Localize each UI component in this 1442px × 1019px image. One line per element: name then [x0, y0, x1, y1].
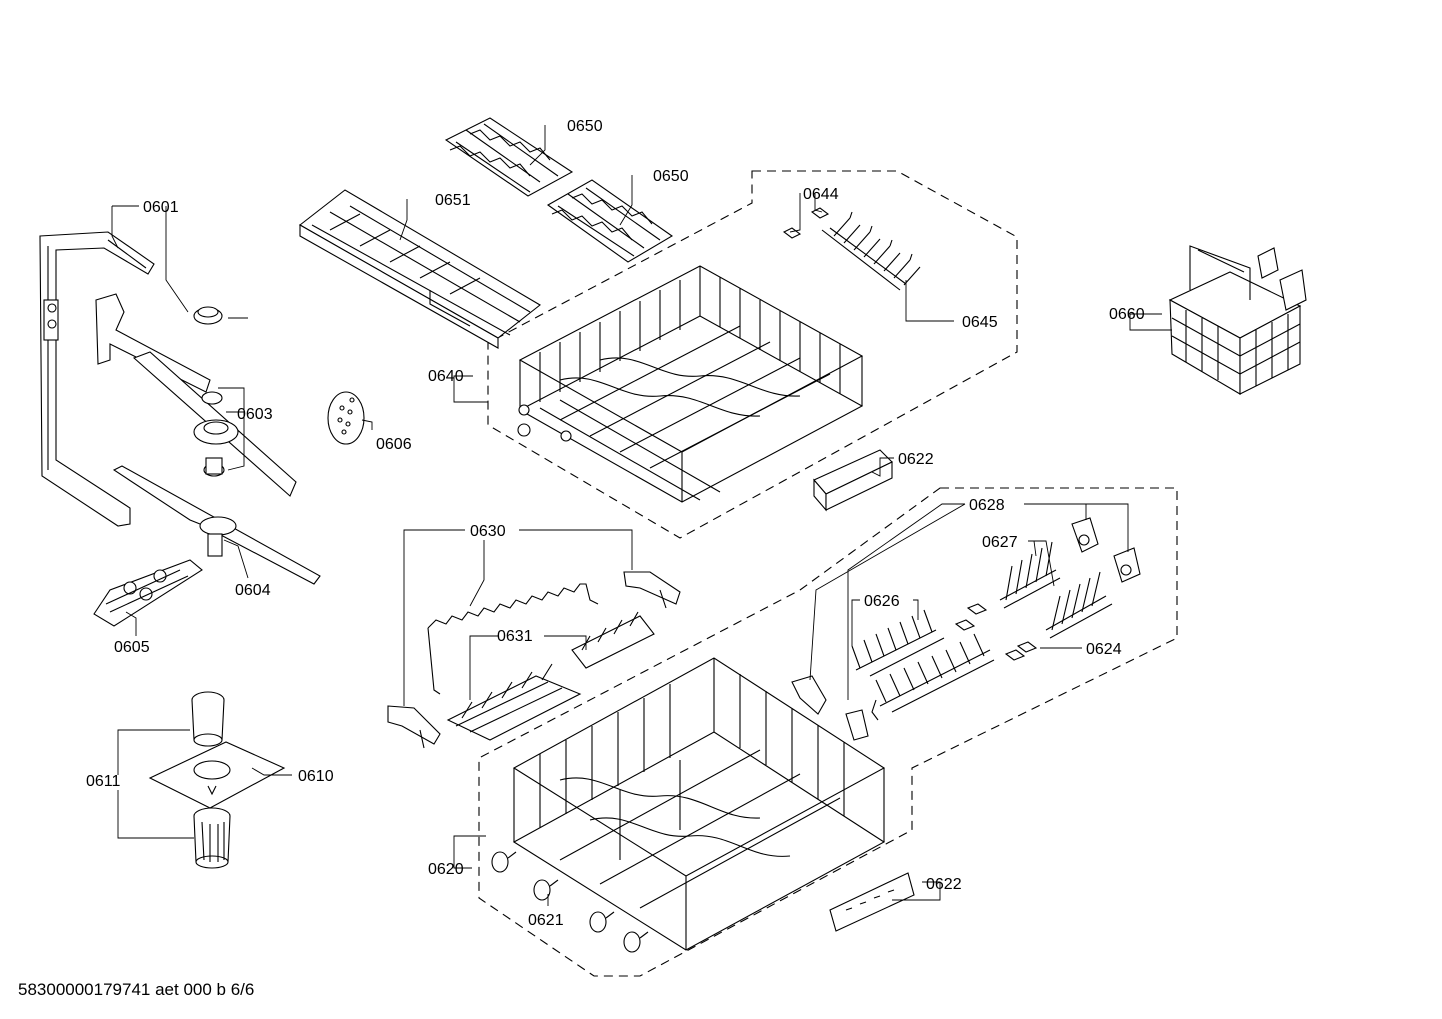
- tine-row-part: [999, 541, 1061, 609]
- folding-rack-part: [571, 611, 655, 669]
- folding-tines-part: [821, 211, 921, 291]
- document-reference: 58300000179741 aet 000 b 6/6: [18, 980, 255, 999]
- cup-shelf-part: [546, 179, 674, 263]
- plate-rack-part: [871, 633, 995, 721]
- micro-filter-plate-part: [148, 741, 286, 809]
- cup-shelf-part: [444, 117, 574, 197]
- filter-disc-part: [327, 391, 365, 445]
- tine-row-part: [1045, 571, 1113, 639]
- part-label-0660: 0660: [1109, 306, 1145, 323]
- part-label-0630: 0630: [470, 523, 506, 540]
- plate-rack-part: [851, 609, 945, 677]
- part-label-0622: 0622: [926, 876, 962, 893]
- part-label-0601: 0601: [143, 199, 179, 216]
- part-label-0650: 0650: [653, 168, 689, 185]
- upper-basket-group-outline: [487, 170, 1018, 539]
- cutlery-basket-part: [1168, 245, 1307, 395]
- part-label-0610: 0610: [298, 768, 334, 785]
- rack-clip-part: [782, 207, 830, 239]
- fine-filter-part: [191, 691, 225, 747]
- part-label-0644: 0644: [803, 186, 839, 203]
- part-label-0645: 0645: [962, 314, 998, 331]
- part-label-0603: 0603: [237, 406, 273, 423]
- spray-grate-part: [93, 559, 203, 627]
- spray-arm-supply-pipe-part: [39, 231, 155, 527]
- part-label-0651: 0651: [435, 192, 471, 209]
- part-label-0611: 0611: [86, 773, 121, 790]
- pivot-bracket-part: [1113, 547, 1141, 583]
- spray-arm-nut-part: [193, 306, 223, 325]
- basket-handle-part: [829, 872, 915, 932]
- rail-guide-part: [623, 571, 681, 609]
- part-label-0626: 0626: [864, 593, 900, 610]
- rack-hook-part: [791, 675, 869, 741]
- lower-basket-part: [512, 657, 886, 951]
- part-label-0604: 0604: [235, 582, 271, 599]
- cutlery-tray-part: [299, 189, 541, 349]
- part-label-0605: 0605: [114, 639, 150, 656]
- upper-basket-part: [517, 265, 864, 503]
- cylinder-filter-part: [193, 807, 231, 869]
- part-label-0620: 0620: [428, 861, 464, 878]
- part-label-0640: 0640: [428, 368, 464, 385]
- folding-rack-part: [446, 663, 582, 741]
- lower-basket-group-outline: [478, 487, 1178, 977]
- part-label-0606: 0606: [376, 436, 412, 453]
- rail-guide-part: [387, 705, 441, 749]
- basket-wheel-part: [491, 851, 649, 953]
- basket-handle-part: [813, 449, 893, 512]
- clip-pair-part: [954, 603, 1038, 661]
- lower-spray-arm-part: [112, 465, 321, 585]
- rail-wire-part: [427, 583, 599, 695]
- part-label-0622: 0622: [898, 451, 934, 468]
- part-label-0621: 0621: [528, 912, 564, 929]
- leader-lines: [111, 125, 1172, 906]
- part-label-0627: 0627: [982, 534, 1018, 551]
- part-label-0628: 0628: [969, 497, 1005, 514]
- part-label-0624: 0624: [1086, 641, 1122, 658]
- pivot-bracket-part: [1071, 517, 1099, 553]
- upper-spray-arm-part: [95, 293, 297, 497]
- part-label-0650: 0650: [567, 118, 603, 135]
- part-label-0631: 0631: [497, 628, 533, 645]
